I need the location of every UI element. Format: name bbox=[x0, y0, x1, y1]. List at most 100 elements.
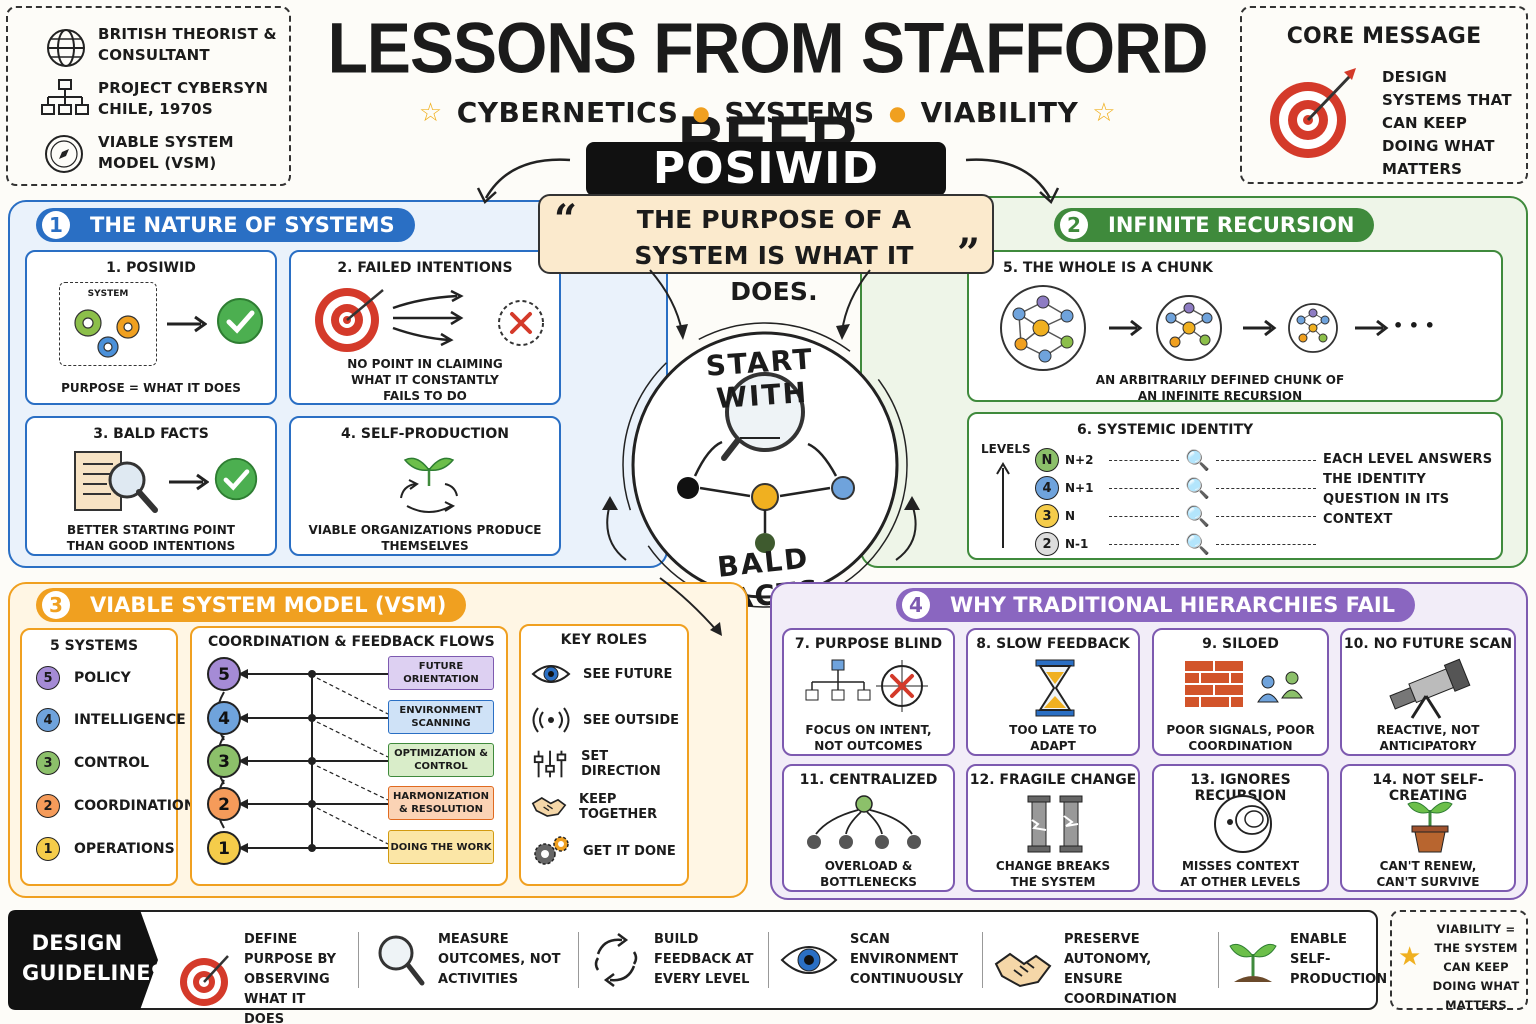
system-label: INTELLIGENCE bbox=[74, 712, 186, 728]
gears-icon bbox=[534, 836, 569, 865]
network-chunk-icon bbox=[1288, 303, 1338, 353]
guideline-item: SCAN ENVIRONMENT CONTINUOUSLY bbox=[780, 930, 980, 990]
flow-node-label: 1 bbox=[218, 839, 230, 859]
handshake-icon bbox=[994, 952, 1052, 988]
dashed-line bbox=[1109, 459, 1179, 461]
profile-box: BRITISH THEORIST & CONSULTANT PROJECT CY… bbox=[6, 6, 291, 186]
nested-circles-icon bbox=[1214, 795, 1272, 853]
card-title: 9. SILOED bbox=[1202, 636, 1279, 652]
arrow-right-icon bbox=[169, 473, 209, 491]
guideline-item: BUILD FEEDBACK AT EVERY LEVEL bbox=[590, 930, 764, 990]
section-3-header: 3 VIABLE SYSTEM MODEL (VSM) bbox=[36, 588, 467, 622]
subtitle-item: VIABILITY bbox=[920, 96, 1079, 129]
network-chunk-icon bbox=[1156, 295, 1222, 361]
system-label: POLICY bbox=[74, 670, 131, 686]
level-label: N+2 bbox=[1065, 453, 1094, 467]
guidelines-label-text: DESIGN GUIDELINES bbox=[22, 931, 167, 985]
card-title: 14. NOT SELF-CREATING bbox=[1372, 772, 1484, 804]
dashed-line bbox=[1215, 459, 1316, 461]
up-arrow-icon bbox=[996, 462, 1010, 548]
broken-pillars-icon bbox=[1027, 795, 1083, 853]
section-1-header: 1 THE NATURE OF SYSTEMS bbox=[36, 208, 415, 242]
posiwid-quote-text: THE PURPOSE OF A SYSTEM IS WHAT IT DOES. bbox=[634, 205, 914, 306]
level-badge: 3 bbox=[1035, 504, 1059, 528]
card-caption: CAN'T RENEW, CAN'T SURVIVE bbox=[1376, 859, 1480, 889]
core-message-title: CORE MESSAGE bbox=[1286, 24, 1482, 49]
card-caption: FOCUS ON INTENT, NOT OUTCOMES bbox=[805, 723, 932, 753]
brick-wall-icon bbox=[1183, 659, 1303, 709]
guideline-text: MEASURE OUTCOMES, NOT ACTIVITIES bbox=[438, 932, 561, 987]
arrow-right-icon bbox=[1355, 319, 1389, 337]
profile-line-2: PROJECT CYBERSYN CHILE, 1970s bbox=[98, 79, 269, 118]
divider bbox=[358, 932, 359, 988]
target-arrow-icon bbox=[1270, 68, 1356, 158]
section-2-title: INFINITE RECURSION bbox=[1108, 213, 1355, 237]
network-chunk-icon bbox=[1000, 285, 1086, 371]
curved-arrow-right-icon bbox=[965, 158, 1060, 205]
hub-icon bbox=[807, 795, 921, 849]
card-title: COORDINATION & FEEDBACK FLOWS bbox=[208, 634, 495, 650]
posiwid-quote: “ THE PURPOSE OF A SYSTEM IS WHAT IT DOE… bbox=[538, 194, 994, 306]
dashed-line bbox=[1215, 515, 1316, 517]
card-caption: TOO LATE TO ADAPT bbox=[1009, 723, 1097, 753]
flow-node-label: 3 bbox=[218, 752, 230, 772]
system-badge: 4 bbox=[36, 708, 60, 732]
level-badge: 2 bbox=[1035, 532, 1059, 556]
levels-label: LEVELS bbox=[981, 442, 1031, 456]
guideline-text: DEFINE PURPOSE BY OBSERVING WHAT IT DOES bbox=[244, 932, 337, 1024]
guideline-item: MEASURE OUTCOMES, NOT ACTIVITIES bbox=[374, 930, 578, 990]
flow-box: FUTURE ORIENTATION bbox=[388, 656, 494, 690]
arrow-right-icon bbox=[167, 315, 207, 333]
card-caption: EACH LEVEL ANSWERS THE IDENTITY QUESTION… bbox=[1323, 452, 1493, 527]
target-icon bbox=[180, 955, 229, 1006]
card-key-roles: KEY ROLES SEE FUTURE SEE OUTSIDE SET DIR… bbox=[519, 624, 689, 886]
system-label: CONTROL bbox=[74, 755, 150, 771]
eye-icon bbox=[531, 665, 571, 683]
core-message-text: DESIGN SYSTEMS THAT CAN KEEP DOING WHAT … bbox=[1382, 68, 1512, 178]
role-label: SEE OUTSIDE bbox=[583, 712, 679, 728]
guideline-text: SCAN ENVIRONMENT CONTINUOUSLY bbox=[850, 932, 964, 987]
section-4-number: 4 bbox=[902, 591, 930, 619]
arrow-right-icon bbox=[1109, 319, 1143, 337]
card-caption: BETTER STARTING POINT THAN GOOD INTENTIO… bbox=[66, 523, 236, 553]
card-title: 4. SELF-PRODUCTION bbox=[340, 426, 510, 442]
fail-card: 9. SILOED POOR SIGNALS, POOR COORDINATIO… bbox=[1152, 628, 1329, 756]
card-caption: MISSES CONTEXT AT OTHER LEVELS bbox=[1180, 859, 1301, 889]
viability-box: ★ VIABILITY = THE SYSTEM CAN KEEP DOING … bbox=[1390, 910, 1528, 1012]
card-title: 2. FAILED INTENTIONS bbox=[337, 260, 513, 276]
document-magnifier-icon bbox=[74, 451, 158, 513]
guideline-text: BUILD FEEDBACK AT EVERY LEVEL bbox=[654, 932, 754, 987]
card-failed-intentions: 2. FAILED INTENTIONS NO POINT IN CLAIMIN… bbox=[289, 250, 561, 405]
card-coordination-flows: COORDINATION & FEEDBACK FLOWS 5 4 3 2 1 … bbox=[190, 626, 508, 886]
fail-card: 13. IGNORES RECURSION MISSES CONTEXT AT … bbox=[1152, 764, 1329, 892]
guideline-text: PRESERVE AUTONOMY, ENSURE COORDINATION bbox=[1064, 932, 1177, 1007]
level-label: N bbox=[1065, 509, 1076, 523]
telescope-icon bbox=[1389, 658, 1471, 719]
fail-card: 7. PURPOSE BLIND FOCUS ON INTENT, NOT OU… bbox=[782, 628, 955, 756]
divider bbox=[768, 932, 769, 988]
dot-icon: ● bbox=[888, 100, 907, 125]
target-miss-icon bbox=[805, 659, 928, 712]
level-row: 3 N 🔍 bbox=[1035, 504, 1316, 528]
handshake-icon bbox=[531, 797, 567, 817]
question-magnifier-icon: 🔍 bbox=[1185, 532, 1210, 556]
role-row: SET DIRECTION bbox=[531, 748, 687, 780]
fail-card: 12. FRAGILE CHANGE CHANGE BREAKS THE SYS… bbox=[966, 764, 1140, 892]
card-title: 5. THE WHOLE IS A CHUNK bbox=[1003, 260, 1213, 276]
fail-card: 10. NO FUTURE SCAN REACTIVE, NOT ANTICIP… bbox=[1340, 628, 1516, 756]
close-quote-icon: ” bbox=[956, 230, 980, 277]
target-icon bbox=[315, 288, 384, 352]
divider bbox=[1218, 932, 1219, 988]
card-title: KEY ROLES bbox=[560, 632, 648, 648]
section-1-title: THE NATURE OF SYSTEMS bbox=[90, 213, 395, 237]
level-label: N+1 bbox=[1065, 481, 1094, 495]
card-caption: PURPOSE = WHAT IT DOES bbox=[61, 381, 241, 395]
system-row: 4 INTELLIGENCE bbox=[36, 708, 186, 732]
dashed-line bbox=[1109, 543, 1179, 545]
level-label: N-1 bbox=[1065, 537, 1089, 551]
viability-text: VIABILITY = THE SYSTEM CAN KEEP DOING WH… bbox=[1432, 922, 1520, 1012]
subtitle-item: SYSTEMS bbox=[724, 96, 875, 129]
section-4-title: WHY TRADITIONAL HIERARCHIES FAIL bbox=[950, 593, 1396, 617]
